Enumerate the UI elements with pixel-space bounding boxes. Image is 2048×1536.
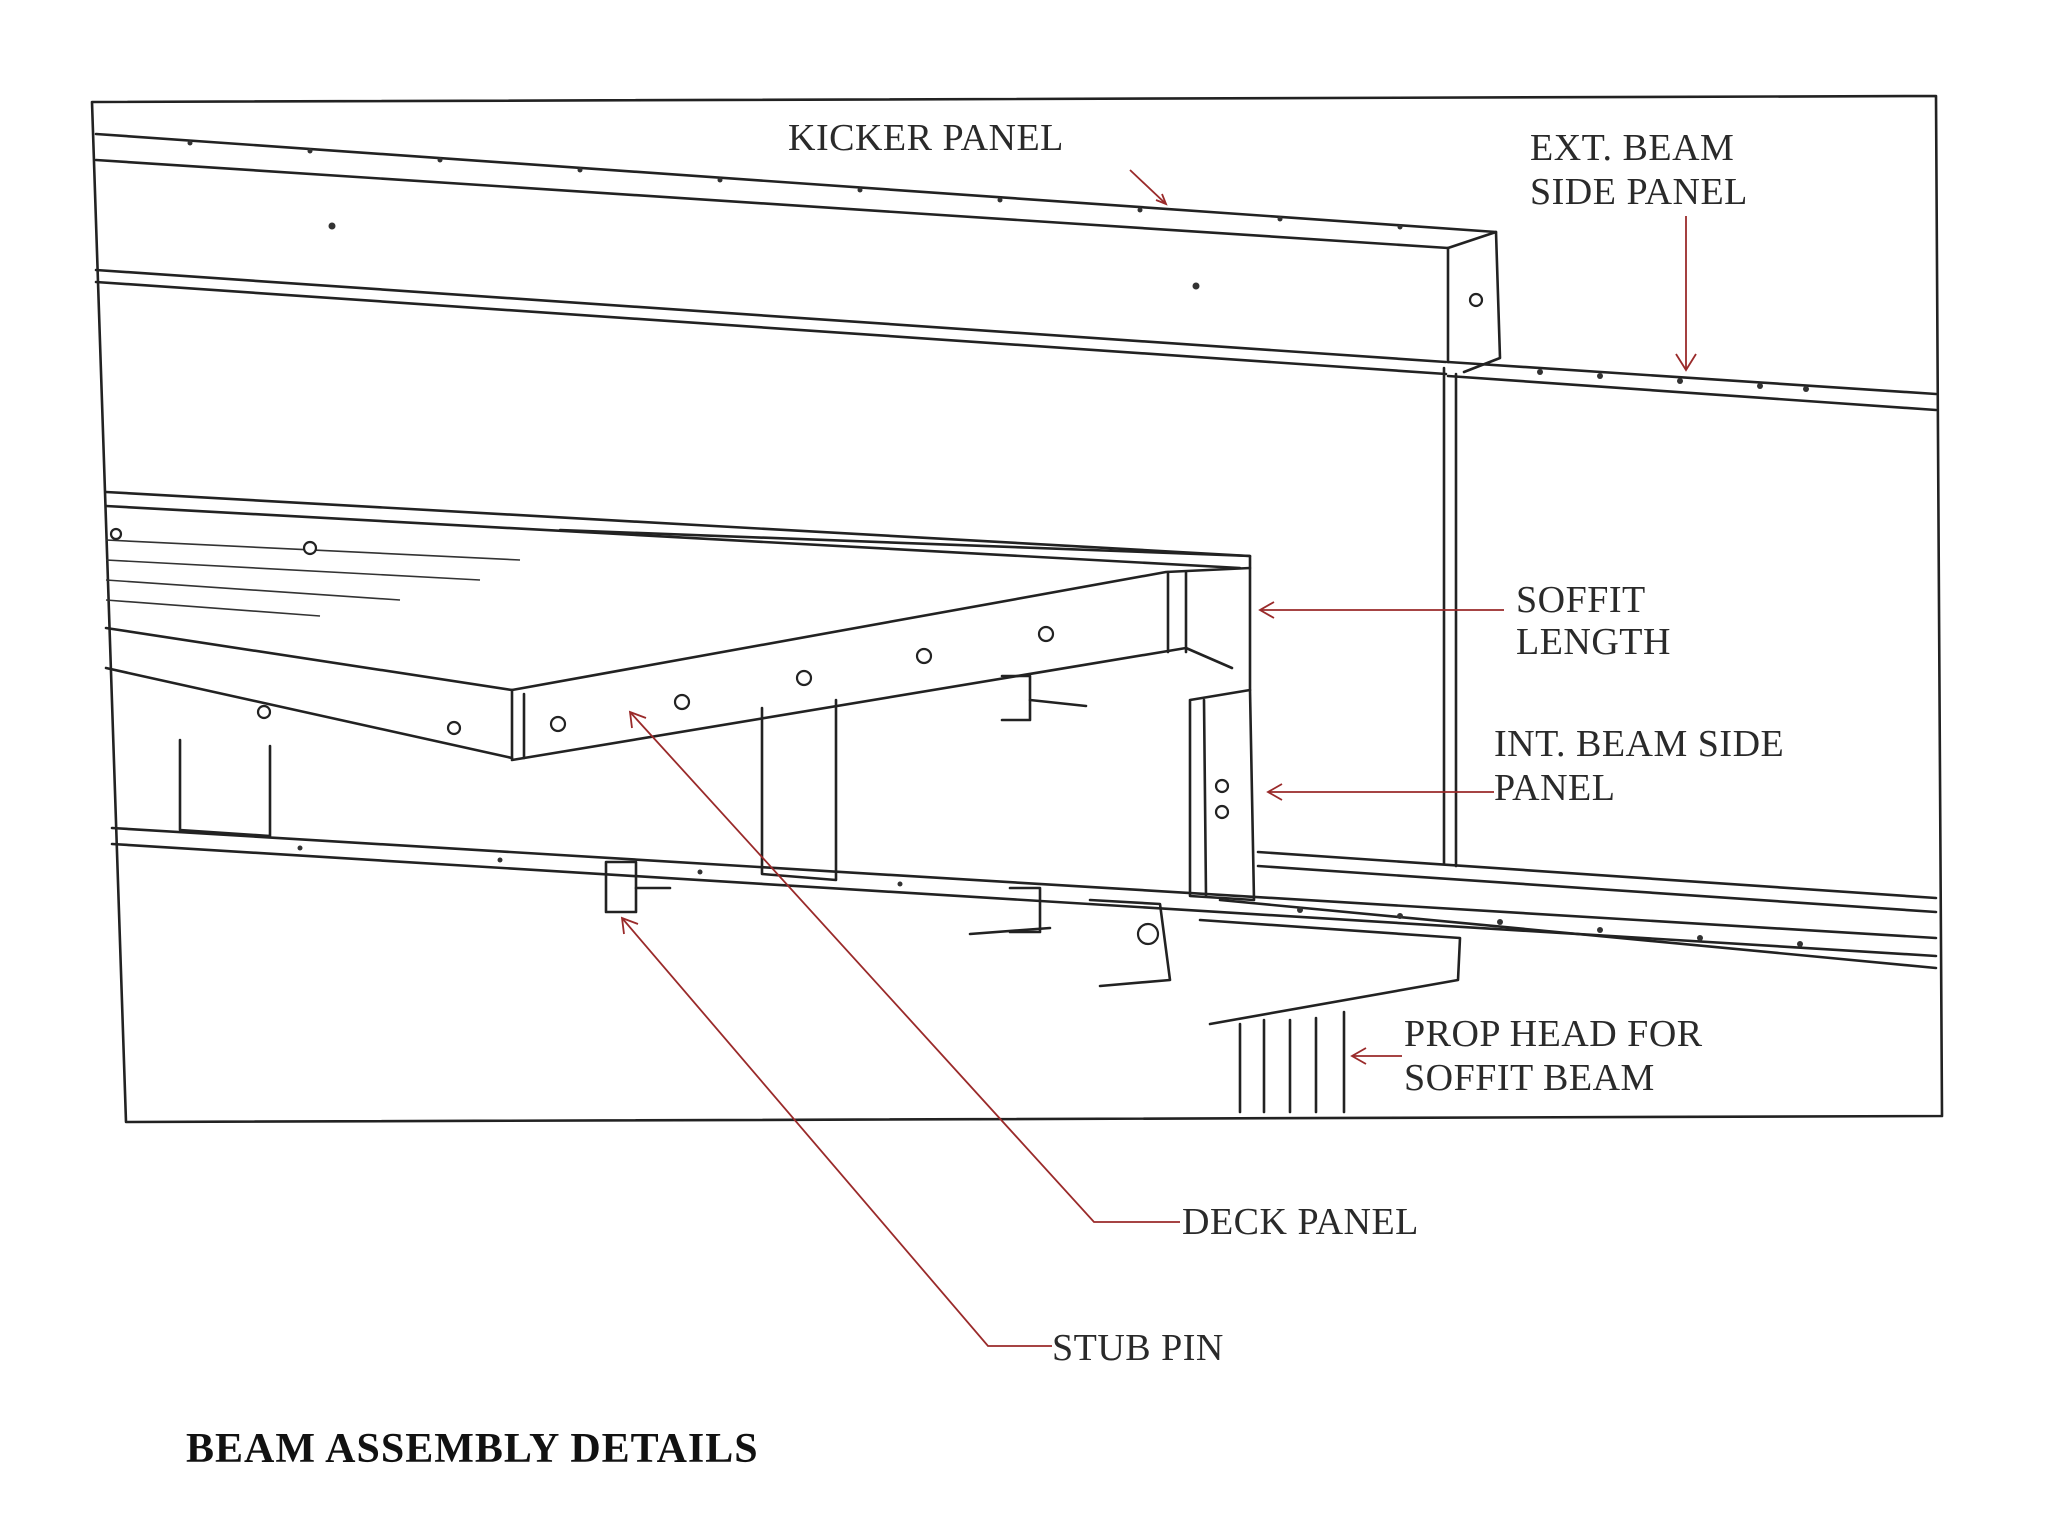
label-kicker-panel: KICKER PANEL [788, 117, 1064, 159]
label-soffit-line2: LENGTH [1516, 621, 1671, 663]
ext-beam-side-panel-shape [1256, 360, 1938, 914]
kicker-panel-shape [94, 132, 1502, 376]
drawing-frame [90, 94, 1944, 1124]
label-ext-beam-line1: EXT. BEAM [1530, 127, 1734, 169]
soffit-beam-shape [110, 826, 1938, 970]
label-int-beam-line1: INT. BEAM SIDE [1494, 723, 1784, 765]
deck-panel-shape [104, 490, 1252, 882]
prop-head-shape [1088, 898, 1462, 1114]
leader-lines [620, 169, 1697, 1347]
label-ext-beam-line2: SIDE PANEL [1530, 171, 1748, 213]
label-deck-panel: DECK PANEL [1182, 1201, 1419, 1243]
label-int-beam-line2: PANEL [1494, 767, 1615, 809]
label-prop-head-line2: SOFFIT BEAM [1404, 1057, 1655, 1099]
label-prop-head-line1: PROP HEAD FOR [1404, 1013, 1703, 1055]
label-stub-pin: STUB PIN [1052, 1327, 1224, 1369]
stub-pin-shape [604, 674, 1088, 936]
diagram-caption: BEAM ASSEMBLY DETAILS [186, 1426, 759, 1472]
int-beam-side-panel-shape [1188, 688, 1256, 902]
label-soffit-line1: SOFFIT [1516, 579, 1646, 621]
